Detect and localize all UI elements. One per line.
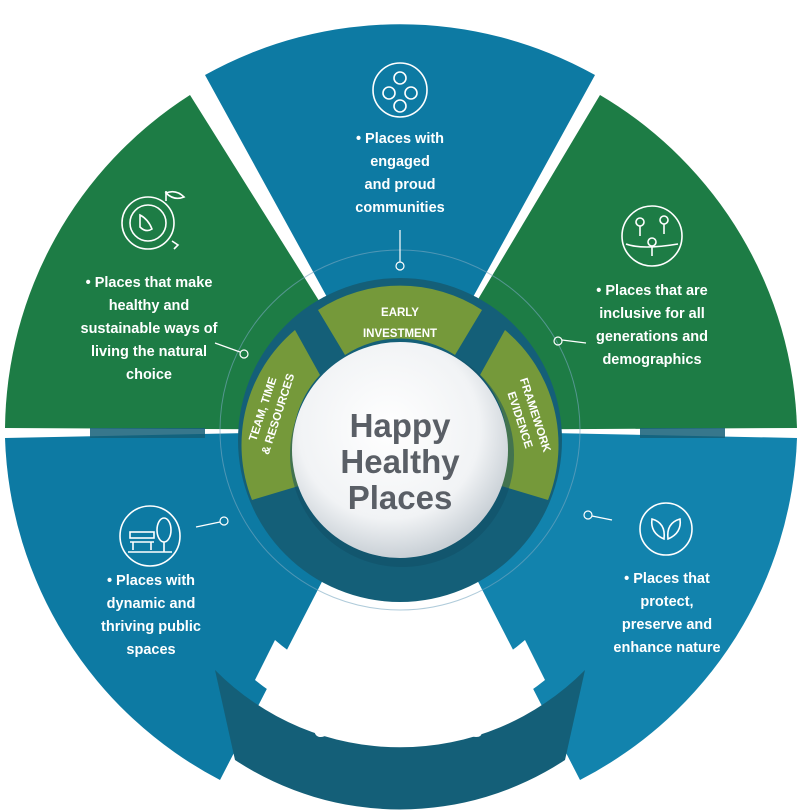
pillar-lower-right-line-1: • Places that [624, 571, 710, 587]
pillar-lower-right-line-3: preserve and [621, 617, 713, 633]
pillar-upper-right-line-4: demographics [602, 352, 702, 368]
center-sphere [290, 342, 514, 567]
pillar-upper-left-line-3: sustainable ways of [80, 321, 218, 337]
pillar-upper-left-line-2: healthy and [108, 298, 190, 314]
pillar-upper-right-line-2: inclusive for all [599, 306, 705, 322]
white-gap-arc [255, 640, 545, 732]
pillar-upper-right-line-3: generations and [596, 329, 708, 345]
pillar-lower-right-line-4: enhance nature [613, 640, 721, 656]
connector-line-lower-right [591, 515, 613, 521]
connector-line-upper-left [214, 342, 241, 353]
pillar-top-line-4: communities [355, 200, 445, 216]
pillar-upper-left-line-5: choice [126, 367, 172, 383]
foundation-segment-early-investment [318, 285, 482, 355]
inclusive-people-globe-icon [621, 205, 683, 267]
foundation-segment-framework-evidence [480, 330, 559, 500]
pillar-text-top: • Places with engaged and proud communit… [315, 128, 485, 220]
pillar-inner-band-right [640, 428, 725, 438]
connector-dot-lower-left [219, 516, 229, 526]
connector-dot-lower-right [583, 510, 593, 520]
center-title-line-2: Healthy [340, 443, 460, 480]
pillar-upper-left-line-1: • Places that make [85, 275, 213, 291]
leaves-nature-icon [639, 502, 693, 556]
pillar-lower-left-line-3: thriving public [101, 619, 201, 635]
pillar-lower-left-line-4: spaces [126, 642, 176, 658]
pillar-inner-band-left [90, 428, 205, 438]
early-investment-label-1: EARLY [381, 307, 419, 319]
our-pillars-band-shape [215, 670, 585, 810]
pillar-text-lower-left: • Places with dynamic and thriving publi… [66, 570, 236, 662]
community-people-icon [372, 62, 428, 118]
connector-dot-upper-left [239, 349, 249, 359]
pillar-lower-left-line-2: dynamic and [106, 596, 196, 612]
connector-line-upper-right [561, 339, 587, 344]
foundation-segment-team-time-resources [241, 330, 320, 500]
our-foundations-label: OUR FOUNDATIONS [313, 609, 502, 659]
pillar-lower-left-line-1: • Places with [106, 573, 196, 589]
pillar-upper-right-line-1: • Places that are [596, 283, 708, 299]
pillar-top-line-2: engaged [370, 154, 430, 170]
pillar-top-line-3: and proud [364, 177, 436, 193]
connector-dot-top [395, 261, 405, 271]
pillar-text-lower-right: • Places that protect, preserve and enha… [582, 568, 752, 660]
our-pillars-label: OUR PILLARS [314, 721, 487, 742]
pillar-upper-left-line-4: living the natural [90, 344, 207, 360]
center-sphere-body [292, 342, 508, 558]
pillar-text-upper-right: • Places that are inclusive for all gene… [567, 280, 737, 372]
early-investment-label-2: INVESTMENT [363, 328, 437, 340]
center-title-line-3: Places [347, 479, 453, 516]
center-title-line-1: Happy [349, 407, 451, 444]
connector-dot-upper-right [553, 336, 563, 346]
center-title: Happy Healthy Places [300, 408, 500, 516]
globe-sustainability-icon [121, 190, 186, 250]
pillar-sector-top [205, 24, 595, 430]
connectors [195, 230, 613, 528]
pillar-top-line-1: • Places with [355, 131, 445, 147]
pillar-lower-right-line-2: protect, [640, 594, 694, 610]
park-bench-tree-icon [119, 505, 181, 567]
foundation-segments: EARLY INVESTMENT FRAMEWORK EVIDENCE TEAM… [241, 285, 559, 500]
connector-line-lower-left [195, 521, 221, 528]
pillar-text-upper-left: • Places that make healthy and sustainab… [64, 272, 234, 387]
our-pillars-band: OUR PILLARS [215, 640, 585, 810]
